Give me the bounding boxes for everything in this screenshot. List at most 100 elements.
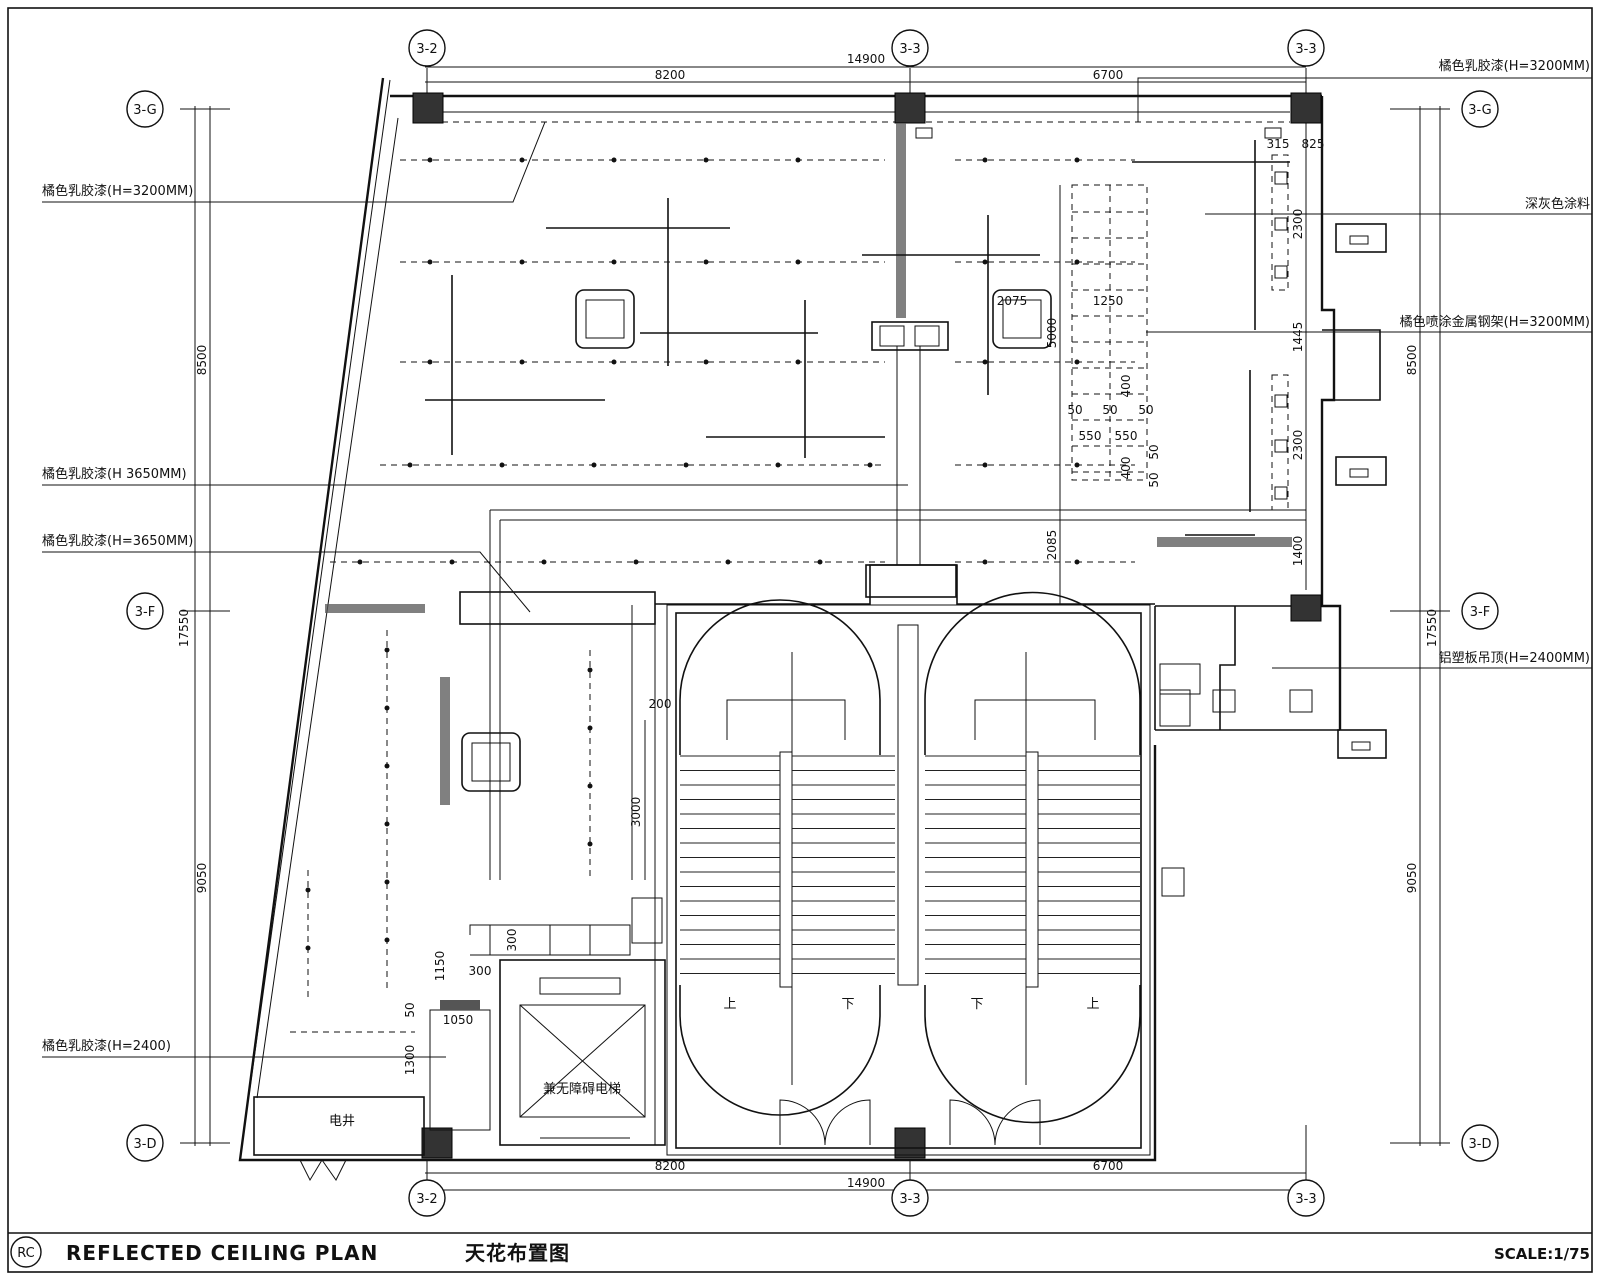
dim-550-a: 550 bbox=[1079, 429, 1102, 443]
stair-doors bbox=[779, 1099, 1041, 1146]
grid-bubble-right-2: 3-F bbox=[1461, 592, 1499, 630]
downlight bbox=[867, 462, 873, 468]
dim-2300-lower: 2300 bbox=[1291, 430, 1305, 461]
downlight bbox=[982, 559, 988, 565]
downlight bbox=[703, 157, 709, 163]
grid-bubble-right-3: 3-D bbox=[1461, 1124, 1499, 1162]
dim-50-b: 50 bbox=[1102, 403, 1117, 417]
downlight bbox=[407, 462, 413, 468]
downlight bbox=[384, 705, 390, 711]
stair-up-right: 上 bbox=[1086, 997, 1099, 1012]
downlight bbox=[357, 559, 363, 565]
light-rows bbox=[290, 157, 1135, 1033]
grid-bubble-bottom-2: 3-3 bbox=[891, 1179, 929, 1217]
note-leaders bbox=[42, 77, 1592, 1058]
dim-top-left: 8200 bbox=[655, 68, 686, 82]
lower-left-service-block bbox=[429, 605, 663, 1145]
structural-columns bbox=[412, 92, 1322, 1159]
downlight bbox=[633, 559, 639, 565]
svg-text:3-F: 3-F bbox=[135, 605, 155, 620]
grid-bubble-bottom-1: 3-2 bbox=[408, 1179, 446, 1217]
elevator-shaft bbox=[499, 959, 666, 1146]
downlight bbox=[541, 559, 547, 565]
drawing-title-chinese: 天花布置图 bbox=[465, 1241, 570, 1265]
grid-bubble-right-1: 3-G bbox=[1461, 90, 1499, 128]
dim-50-d: 50 bbox=[1147, 444, 1161, 459]
dim-left-lower: 9050 bbox=[195, 863, 209, 894]
downlight bbox=[305, 945, 311, 951]
downlight bbox=[1074, 462, 1080, 468]
right-wall-fixtures bbox=[915, 127, 1313, 897]
downlight bbox=[775, 462, 781, 468]
downlight bbox=[591, 462, 597, 468]
downlight bbox=[427, 359, 433, 365]
dim-50-a: 50 bbox=[1067, 403, 1082, 417]
downlight bbox=[305, 887, 311, 893]
note-orange-latex-3650-a: 橘色乳胶漆(H 3650MM) bbox=[42, 466, 187, 482]
downlight bbox=[982, 359, 988, 365]
downlight bbox=[519, 259, 525, 265]
svg-text:3-F: 3-F bbox=[1470, 605, 1490, 620]
grid-bubble-top-2: 3-3 bbox=[891, 29, 929, 67]
stair-treads bbox=[680, 755, 1140, 974]
stair-up-left: 上 bbox=[723, 997, 736, 1012]
downlight bbox=[587, 783, 593, 789]
dim-825: 825 bbox=[1302, 137, 1325, 151]
hatched-beam-vertical bbox=[896, 123, 906, 318]
downlight bbox=[384, 647, 390, 653]
svg-text:3-D: 3-D bbox=[134, 1137, 157, 1152]
dim-400-lower: 400 bbox=[1119, 457, 1133, 480]
dim-1150: 1150 bbox=[433, 951, 447, 982]
dim-300-a: 300 bbox=[505, 929, 519, 952]
svg-text:3-3: 3-3 bbox=[1295, 42, 1316, 57]
note-orange-latex-2400: 橘色乳胶漆(H=2400) bbox=[42, 1038, 171, 1054]
dim-200: 200 bbox=[649, 697, 672, 711]
dim-top-total: 14900 bbox=[847, 52, 885, 66]
drawing-scale: SCALE:1/75 bbox=[1494, 1245, 1590, 1263]
dim-bottom-left: 8200 bbox=[655, 1159, 686, 1173]
downlight bbox=[982, 157, 988, 163]
downlight bbox=[519, 359, 525, 365]
downlight bbox=[519, 157, 525, 163]
ac-diffusers bbox=[461, 289, 1052, 792]
grid-lines bbox=[180, 66, 1450, 1195]
elevator-label: 兼无障碍电梯 bbox=[543, 1082, 621, 1097]
downlight bbox=[982, 259, 988, 265]
hatched-strip-right bbox=[1157, 537, 1292, 547]
svg-text:3-3: 3-3 bbox=[899, 1192, 920, 1207]
dim-bottom-total: 14900 bbox=[847, 1176, 885, 1190]
note-dark-grey-paint: 深灰色涂料 bbox=[1525, 196, 1590, 212]
downlight bbox=[449, 559, 455, 565]
downlight bbox=[1074, 359, 1080, 365]
title-badge-circle bbox=[10, 1236, 42, 1268]
downlight bbox=[499, 462, 505, 468]
downlight bbox=[795, 259, 801, 265]
dim-400-upper: 400 bbox=[1119, 375, 1133, 398]
downlight bbox=[587, 725, 593, 731]
downlight bbox=[817, 559, 823, 565]
dim-right-lower: 9050 bbox=[1405, 863, 1419, 894]
downlight bbox=[384, 763, 390, 769]
downlight bbox=[725, 559, 731, 565]
grid-bubble-left-1: 3-G bbox=[126, 90, 164, 128]
svg-text:3-G: 3-G bbox=[133, 103, 157, 118]
downlight bbox=[587, 667, 593, 673]
sheet-border bbox=[7, 7, 1593, 1273]
dim-300-b: 300 bbox=[469, 964, 492, 978]
dim-bottom-right: 6700 bbox=[1093, 1159, 1124, 1173]
downlight bbox=[1074, 259, 1080, 265]
note-orange-latex-3650-b: 橘色乳胶漆(H=3650MM) bbox=[42, 533, 193, 549]
grid-bubble-top-1: 3-2 bbox=[408, 29, 446, 67]
downlight bbox=[427, 157, 433, 163]
dim-1050: 1050 bbox=[443, 1013, 474, 1027]
dim-2300-upper: 2300 bbox=[1291, 209, 1305, 240]
shaft-door bbox=[299, 1159, 347, 1182]
dim-1300: 1300 bbox=[403, 1045, 417, 1076]
downlight bbox=[703, 359, 709, 365]
svg-text:3-G: 3-G bbox=[1468, 103, 1492, 118]
dim-1445: 1445 bbox=[1291, 322, 1305, 353]
hatched-strip-left bbox=[440, 677, 450, 805]
hatched-beam-left bbox=[325, 604, 425, 613]
note-orange-latex-3200-left: 橘色乳胶漆(H=3200MM) bbox=[42, 183, 193, 199]
